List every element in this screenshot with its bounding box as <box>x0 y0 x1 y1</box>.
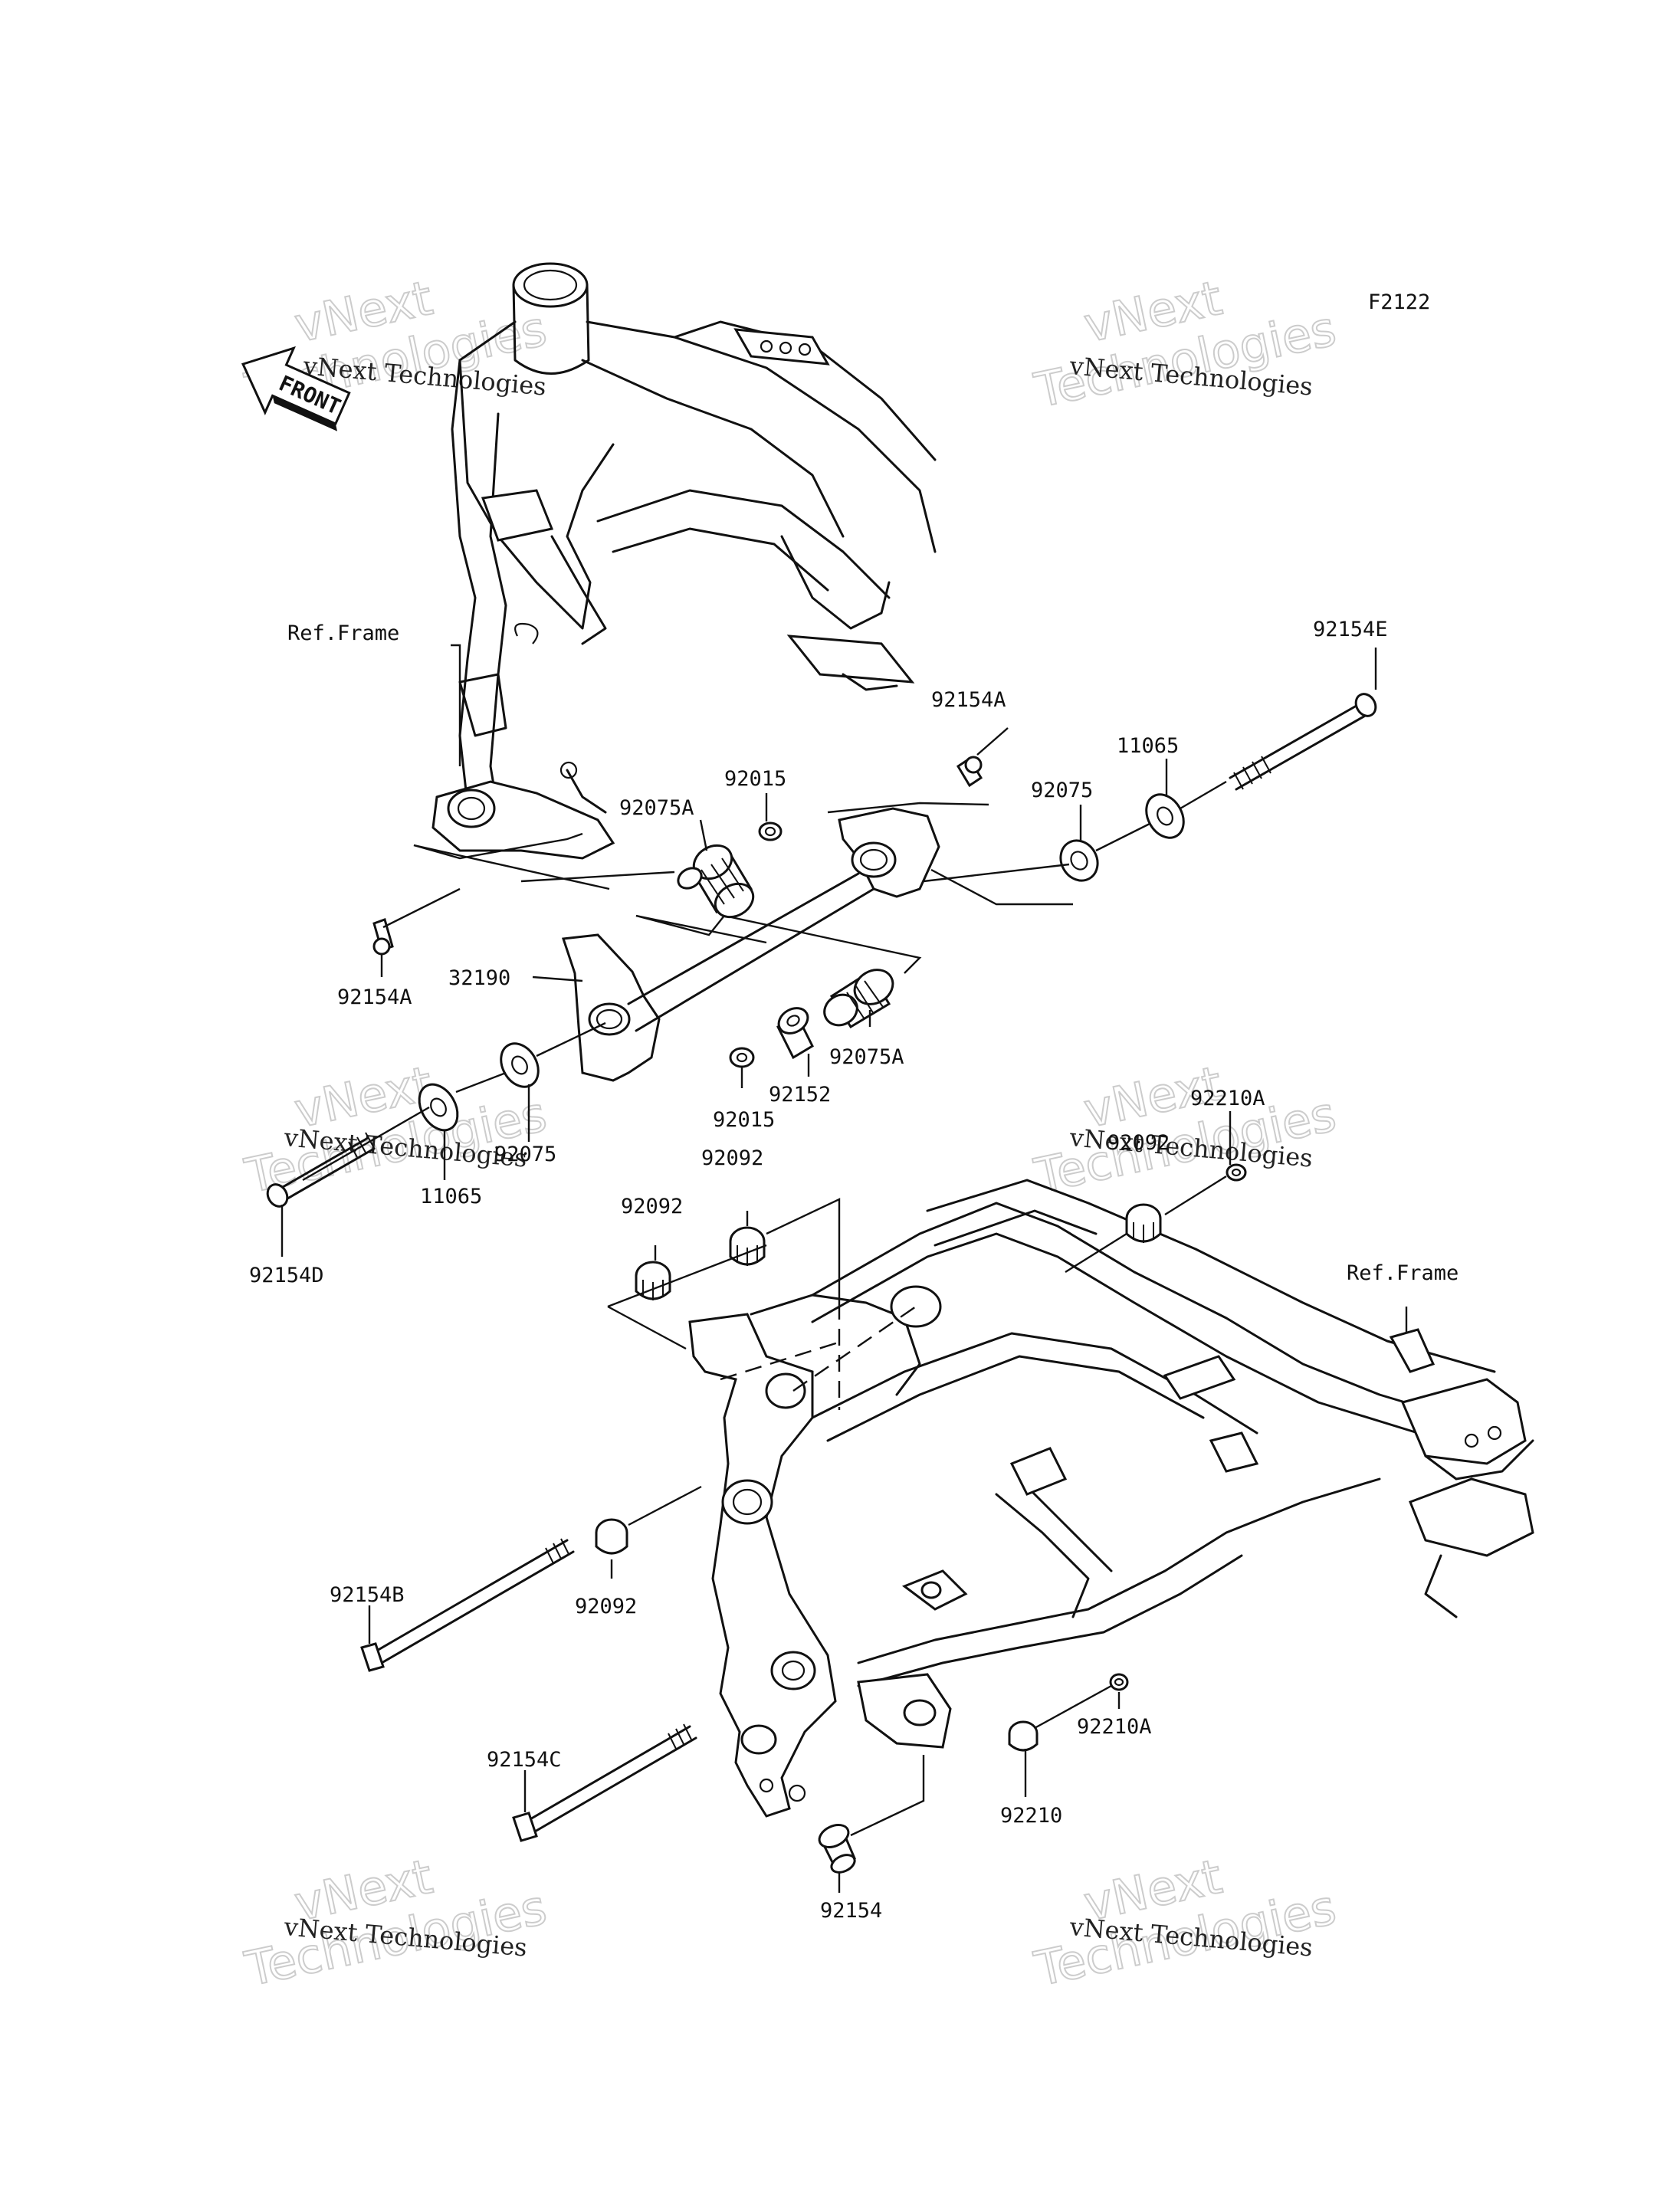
label-92075-left: 92075 <box>494 1143 556 1166</box>
watermark-bottom-left: vNext Technologies <box>239 1848 552 1998</box>
bushing-92075A-top-drawing <box>677 844 755 919</box>
label-92075A-right: 92075A <box>829 1045 904 1069</box>
sleeve-92154-drawing <box>818 1823 856 1874</box>
label-92154D: 92154D <box>249 1264 324 1287</box>
label-92154C: 92154C <box>487 1748 562 1772</box>
label-92154: 92154 <box>820 1899 882 1923</box>
front-arrow-icon: FRONT <box>241 346 351 431</box>
bolt-92154B-drawing <box>360 1538 575 1672</box>
label-92092-b: 92092 <box>621 1195 683 1218</box>
label-92210A-top: 92210A <box>1190 1087 1265 1110</box>
label-92154A-top: 92154A <box>931 688 1006 712</box>
label-92154A-left: 92154A <box>337 985 412 1009</box>
bushing-92075A-right-drawing <box>823 969 894 1029</box>
bolt-92154E-drawing <box>1229 693 1377 791</box>
collar-92092-a-drawing <box>729 1226 766 1266</box>
bolt-92154D-drawing <box>266 1132 376 1208</box>
label-92075A-top: 92075A <box>619 796 694 820</box>
part-labels: Ref.Frame 92154E 92154A 11065 92075 9201… <box>249 618 1459 1923</box>
label-11065-top: 11065 <box>1117 734 1179 758</box>
label-92092-c: 92092 <box>1107 1131 1170 1155</box>
label-11065-left: 11065 <box>420 1185 482 1208</box>
label-92154B: 92154B <box>330 1583 405 1607</box>
watermark-bottom-right: vNext Technologies <box>1029 1848 1341 1998</box>
label-92210: 92210 <box>1000 1804 1062 1828</box>
label-92210A-bottom: 92210A <box>1077 1715 1152 1739</box>
label-92015-bottom: 92015 <box>713 1108 775 1132</box>
label-32190: 32190 <box>448 966 510 990</box>
label-ref-frame-lower: Ref.Frame <box>1347 1261 1459 1285</box>
callout-leaders <box>281 644 1408 1893</box>
lower-frame-drawing <box>688 1179 1534 1818</box>
watermark-mid-right: vNext Technologies <box>1029 1054 1341 1205</box>
figure-code: F2122 <box>1368 290 1430 314</box>
spacer-92152-drawing <box>776 1007 814 1060</box>
label-92075-top: 92075 <box>1031 779 1093 802</box>
lower-mount-parts <box>360 1163 1247 1874</box>
label-92092-a: 92092 <box>701 1146 763 1170</box>
label-92015-top: 92015 <box>724 767 786 791</box>
label-92154E: 92154E <box>1313 618 1388 641</box>
collar-92092-d-drawing <box>595 1518 628 1555</box>
bolt-92154C-drawing <box>512 1723 697 1842</box>
collar-92092-c-drawing <box>1125 1203 1162 1243</box>
label-92152: 92152 <box>769 1083 831 1107</box>
label-ref-frame-upper: Ref.Frame <box>287 621 399 645</box>
collar-92092-b-drawing <box>635 1261 671 1300</box>
upper-mount-assembly <box>266 693 1377 1208</box>
label-92092-d: 92092 <box>575 1595 637 1618</box>
